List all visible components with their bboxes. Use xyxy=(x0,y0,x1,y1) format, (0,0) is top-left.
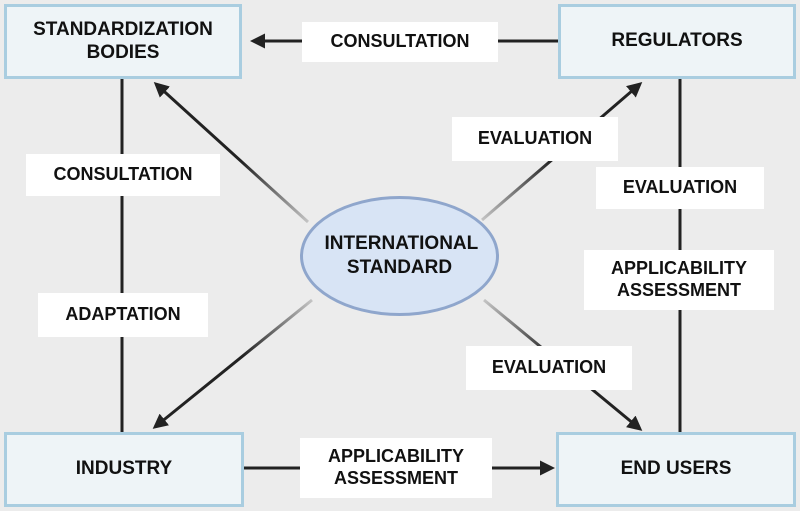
edge-standard-to-standardization-bodies xyxy=(153,81,310,224)
node-standardization-bodies: STANDARDIZATION BODIES xyxy=(4,4,242,79)
node-end-users-label: END USERS xyxy=(620,458,732,480)
node-industry: INDUSTRY xyxy=(4,432,244,507)
edge-label-evaluation-right: EVALUATION xyxy=(596,167,764,209)
node-standardization-bodies-label: STANDARDIZATION BODIES xyxy=(33,18,213,63)
node-industry-label: INDUSTRY xyxy=(75,458,173,480)
node-end-users: END USERS xyxy=(556,432,796,507)
edge-label-consultation-left: CONSULTATION xyxy=(26,154,220,196)
edge-label-evaluation-lower-right: EVALUATION xyxy=(466,346,632,390)
edge-label-adaptation: ADAPTATION xyxy=(38,293,208,337)
edge-standard-to-industry xyxy=(152,298,313,429)
node-regulators-label: REGULATORS xyxy=(611,30,743,52)
edge-label-applicability-assessment-right: APPLICABILITY ASSESSMENT xyxy=(584,250,774,310)
edge-label-applicability-assessment-bottom: APPLICABILITY ASSESSMENT xyxy=(300,438,492,498)
node-international-standard-label: INTERNATIONAL STANDARD xyxy=(324,233,479,278)
edge-label-evaluation-upper-right: EVALUATION xyxy=(452,117,618,161)
node-international-standard: INTERNATIONAL STANDARD xyxy=(300,196,499,316)
node-regulators: REGULATORS xyxy=(558,4,796,79)
edge-label-consultation-top: CONSULTATION xyxy=(302,22,498,62)
